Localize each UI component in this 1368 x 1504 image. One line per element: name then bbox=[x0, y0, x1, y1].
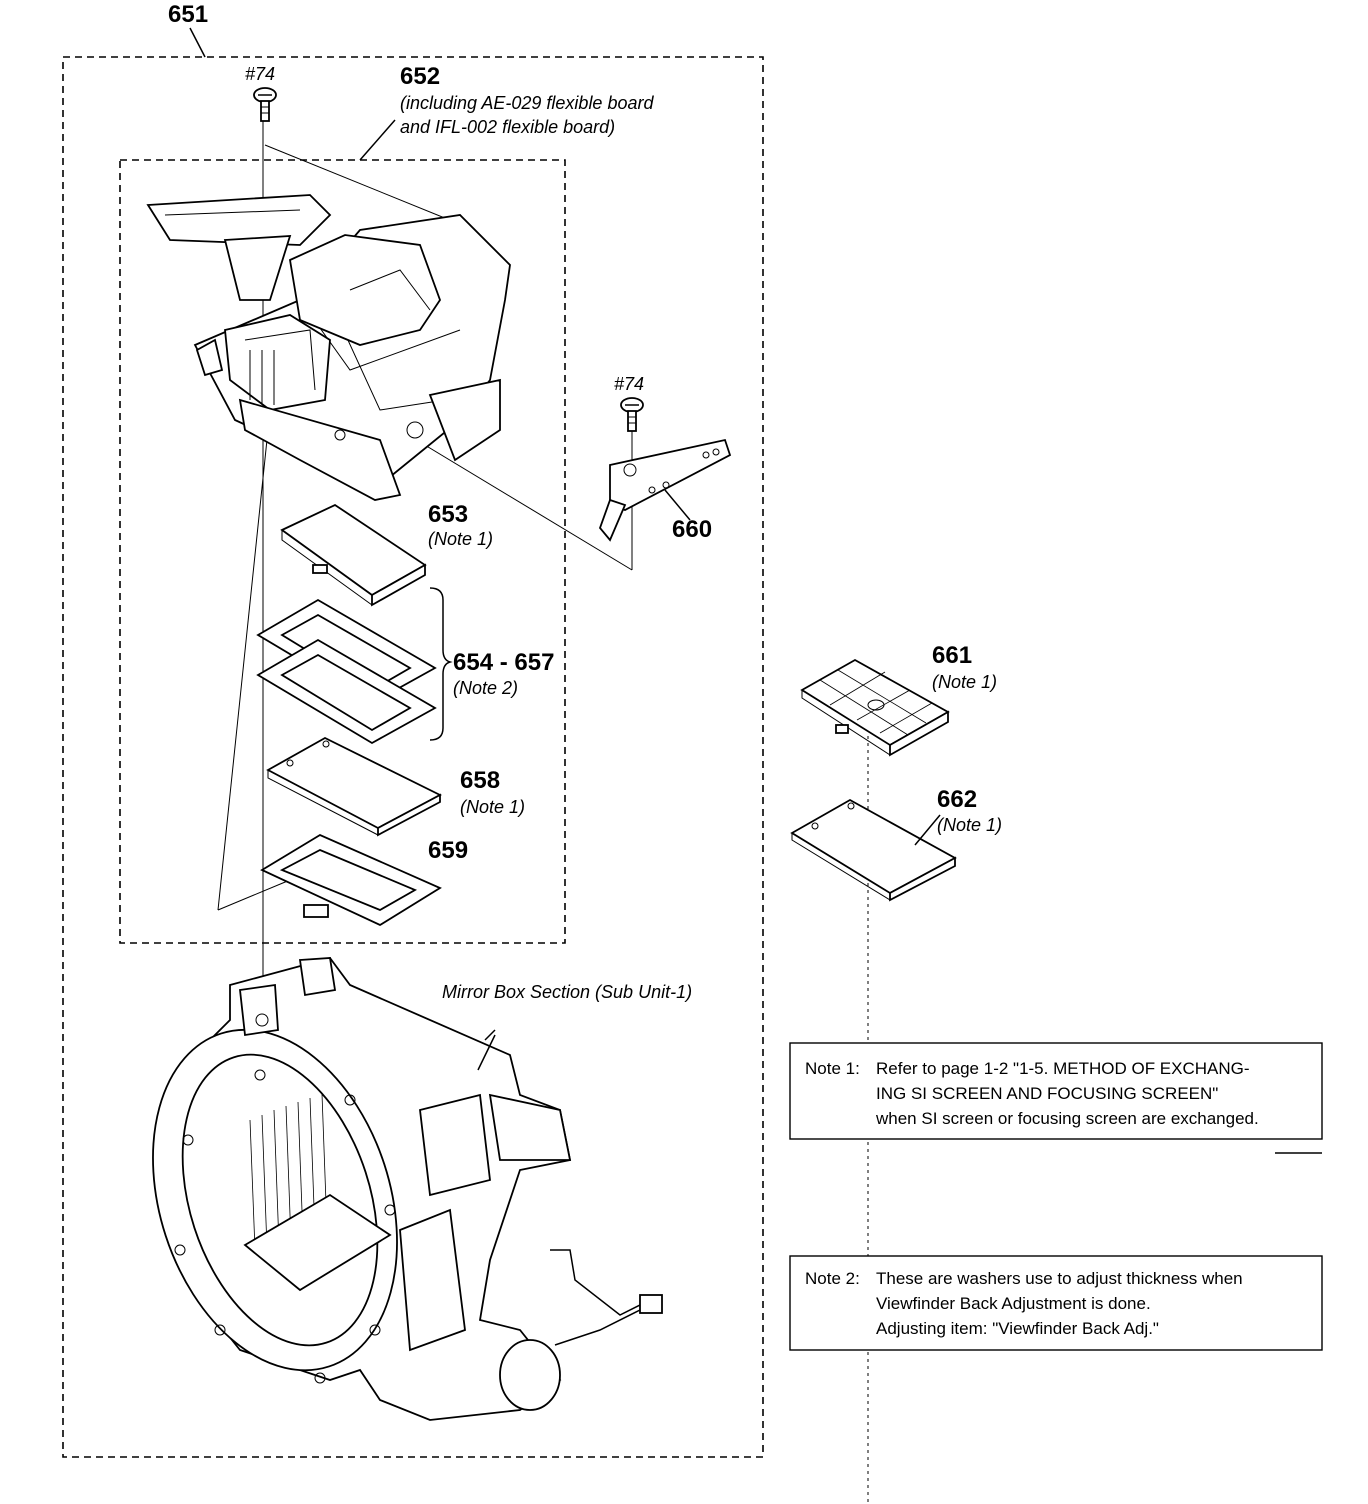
label-654-657-note: (Note 2) bbox=[453, 678, 518, 698]
note-1-line-1: Refer to page 1-2 "1-5. METHOD OF EXCHAN… bbox=[876, 1059, 1250, 1078]
screw-74-right-icon bbox=[620, 397, 644, 432]
note-2-line-2: Viewfinder Back Adjustment is done. bbox=[876, 1294, 1151, 1313]
note-1-line-3: when SI screen or focusing screen are ex… bbox=[875, 1109, 1259, 1128]
sub-unit-651-boundary bbox=[62, 56, 764, 1458]
mirror-box-section bbox=[152, 956, 663, 1421]
label-652-sub-1: (including AE-029 flexible board bbox=[400, 93, 654, 113]
label-662-note: (Note 1) bbox=[937, 815, 1002, 835]
bracket-654-657 bbox=[429, 587, 453, 741]
leader-651 bbox=[189, 27, 206, 58]
note-1-title: Note 1: bbox=[805, 1059, 860, 1078]
leader-mirror-box bbox=[477, 1034, 496, 1071]
screen-662 bbox=[790, 798, 957, 902]
label-652: 652 bbox=[400, 63, 440, 90]
label-658-note: (Note 1) bbox=[460, 797, 525, 817]
label-mirror-box: Mirror Box Section (Sub Unit-1) bbox=[442, 982, 692, 1002]
label-654-657: 654 - 657 bbox=[453, 649, 554, 676]
screen-661 bbox=[800, 658, 950, 757]
focusing-screen-658 bbox=[266, 736, 442, 837]
label-screw-74-top: #74 bbox=[245, 64, 275, 84]
screw-74-top-icon bbox=[253, 87, 277, 122]
label-screw-74-right: #74 bbox=[614, 374, 644, 394]
si-screen-653 bbox=[280, 503, 427, 607]
label-662: 662 bbox=[937, 786, 977, 813]
note-1-box bbox=[789, 1042, 1323, 1140]
label-653: 653 bbox=[428, 501, 468, 528]
label-653-note: (Note 1) bbox=[428, 529, 493, 549]
note-2-line-3: Adjusting item: "Viewfinder Back Adj." bbox=[876, 1319, 1159, 1338]
washers-654-657 bbox=[256, 598, 437, 745]
label-659: 659 bbox=[428, 837, 468, 864]
frame-659 bbox=[260, 833, 442, 927]
label-658: 658 bbox=[460, 767, 500, 794]
note-2-line-1: These are washers use to adjust thicknes… bbox=[876, 1269, 1243, 1288]
label-651: 651 bbox=[168, 1, 208, 28]
plate-660 bbox=[598, 438, 732, 542]
label-661-note: (Note 1) bbox=[932, 672, 997, 692]
group-652-boundary bbox=[119, 159, 566, 944]
label-661: 661 bbox=[932, 642, 972, 669]
note-1-line-2: ING SI SCREEN AND FOCUSING SCREEN" bbox=[876, 1084, 1218, 1103]
leader-652 bbox=[359, 119, 396, 161]
note-2-box bbox=[789, 1255, 1323, 1351]
label-660: 660 bbox=[672, 516, 712, 543]
label-652-sub-2: and IFL-002 flexible board) bbox=[400, 117, 615, 137]
finder-block-652 bbox=[146, 194, 511, 501]
note-2-title: Note 2: bbox=[805, 1269, 860, 1288]
